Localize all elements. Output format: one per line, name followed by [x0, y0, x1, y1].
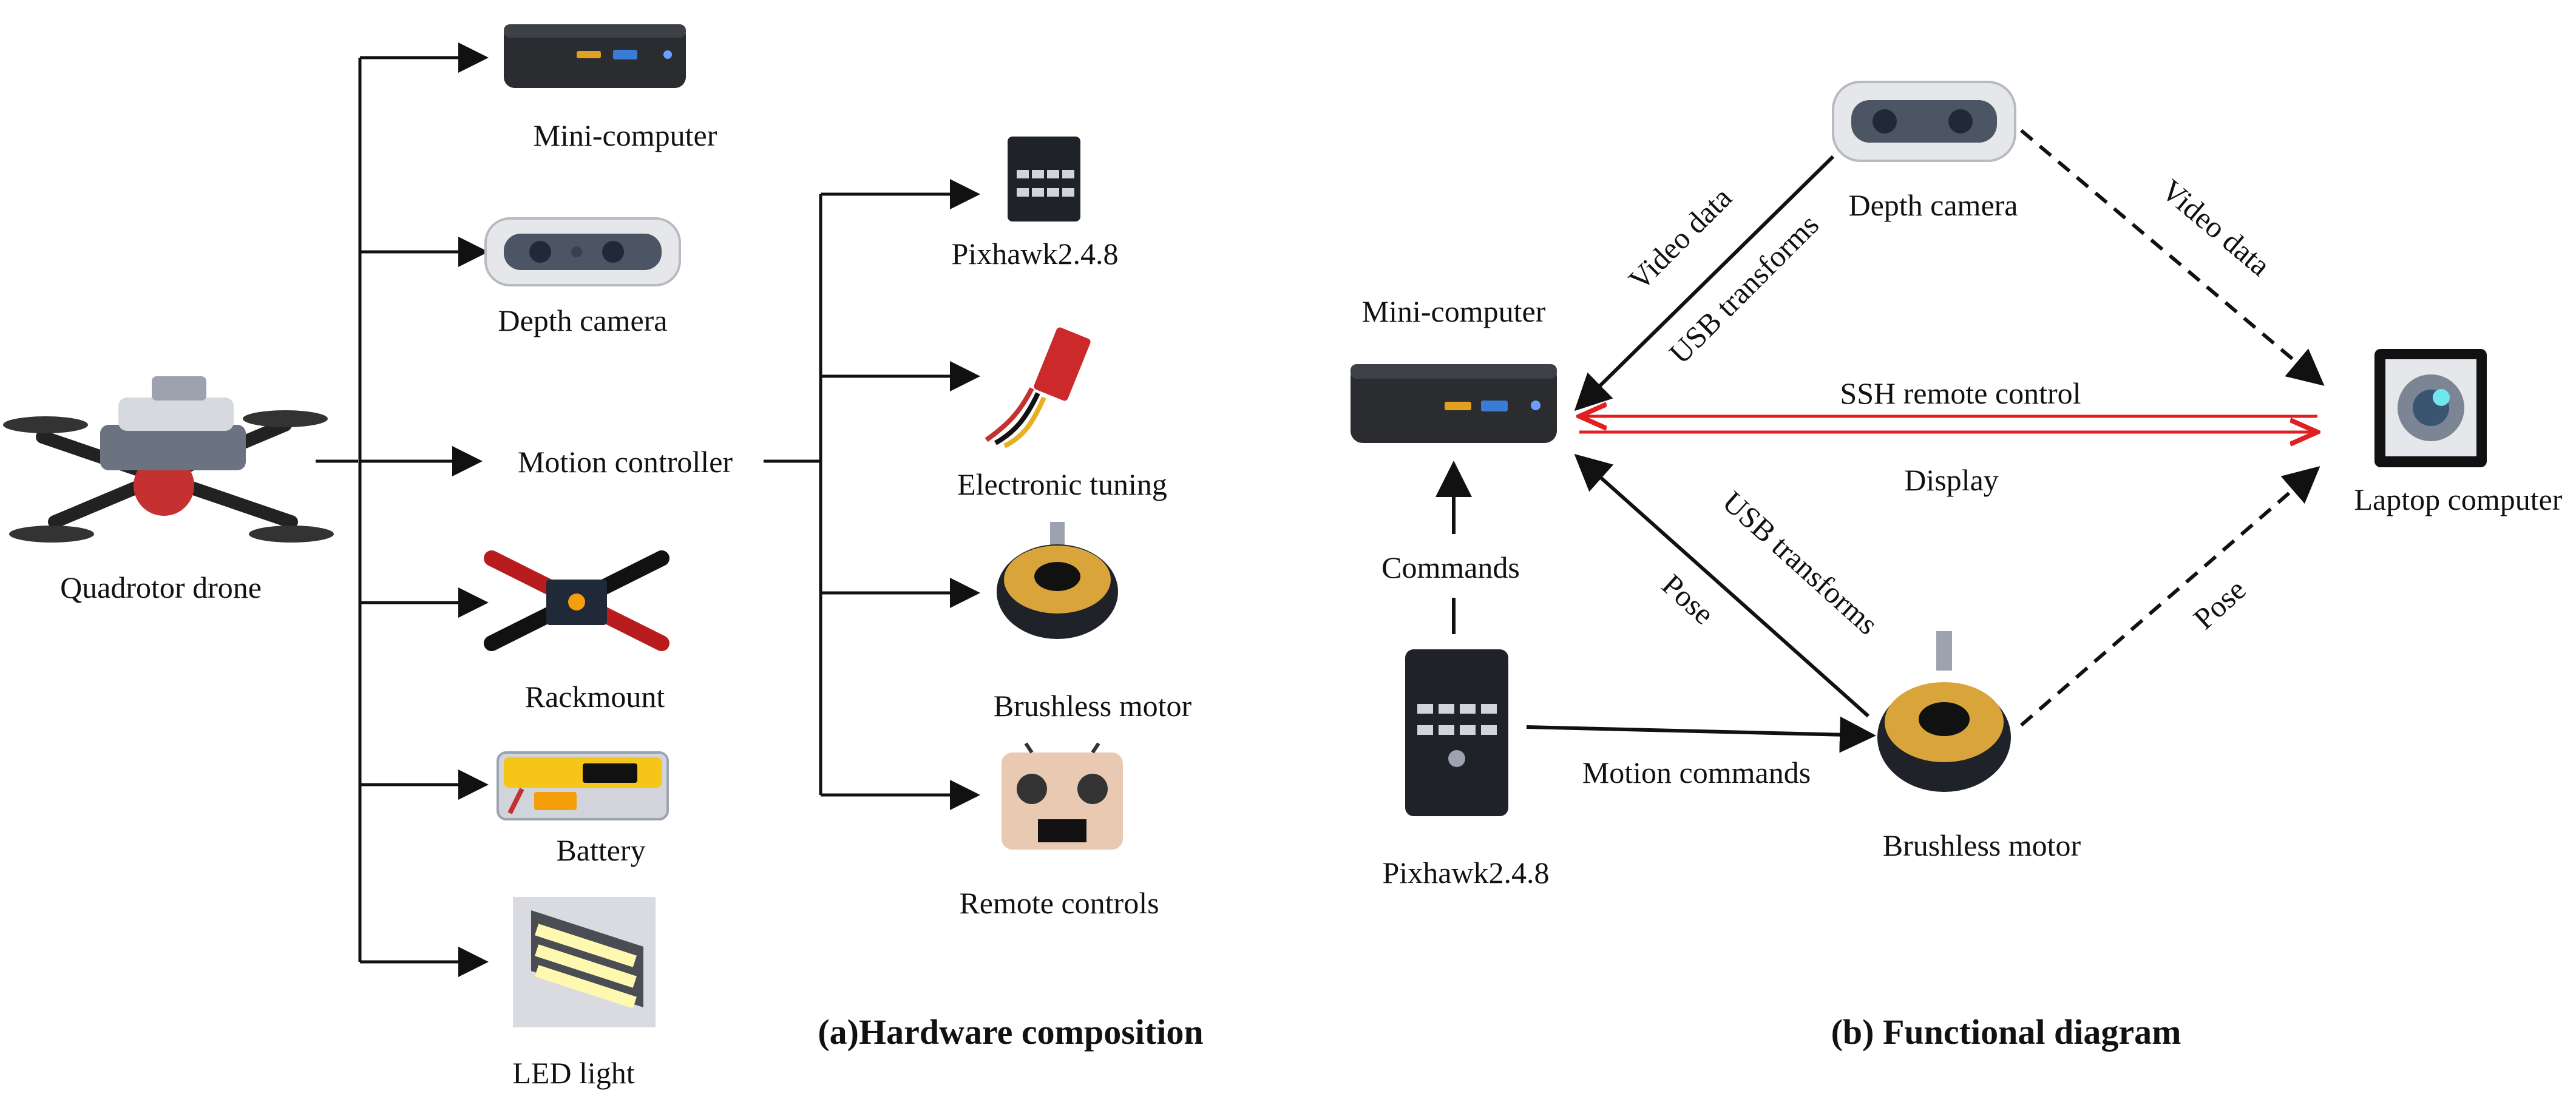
- panel-a-caption: (a)Hardware composition: [818, 1012, 1203, 1052]
- edge-motion-commands-label: Motion commands: [1582, 756, 1811, 790]
- battery-image: [497, 751, 669, 820]
- pixhawk-image: [1008, 137, 1080, 221]
- fd-pixhawk-label: Pixhawk2.4.8: [1383, 856, 1550, 890]
- fd-depth-camera-label: Depth camera: [1848, 188, 2018, 222]
- pixhawk-label: Pixhawk2.4.8: [952, 237, 1119, 271]
- mini-computer-image: [504, 24, 686, 88]
- fd-pixhawk-image: [1405, 649, 1508, 816]
- led-light-image: [513, 897, 656, 1027]
- panel-b-caption: (b) Functional diagram: [1831, 1012, 2181, 1052]
- fd-depth-camera-image: [1832, 81, 2016, 162]
- fd-brushless-motor-label: Brushless motor: [1883, 828, 2081, 862]
- fd-mini-computer-label: Mini-computer: [1362, 294, 1546, 328]
- battery-label: Battery: [556, 833, 645, 867]
- brushless-motor-label: Brushless motor: [994, 689, 1192, 723]
- led-light-label: LED light: [512, 1056, 634, 1090]
- motion-controller-label: Motion controller: [518, 445, 733, 479]
- fd-laptop-label: Laptop computer: [2354, 482, 2563, 516]
- edge-video-data-right-label: Video data: [2155, 172, 2277, 282]
- electronic-tuning-label: Electronic tuning: [957, 467, 1167, 501]
- rackmount-image: [484, 550, 669, 651]
- electronic-tuning-image: [985, 327, 1091, 448]
- edge-display-label: Display: [1904, 463, 1999, 497]
- fd-mini-computer-image: [1351, 364, 1557, 443]
- brushless-motor-image: [997, 522, 1118, 639]
- edge-commands-label: Commands: [1381, 550, 1520, 584]
- edge-usb-transforms-bottom-label: USB transforms: [1716, 484, 1885, 641]
- depth-camera-image: [484, 217, 681, 286]
- remote-controls-label: Remote controls: [959, 886, 1159, 920]
- depth-camera-label: Depth camera: [498, 303, 667, 337]
- fd-brushless-motor-image: [1877, 631, 2011, 792]
- edge-pose-right-label: Pose: [2187, 572, 2252, 636]
- edge-ssh-label: SSH remote control: [1840, 376, 2081, 410]
- panel-b-functional-diagram: Mini-computer Depth camera Laptop comput…: [1351, 81, 2563, 1052]
- quadrotor-drone-image: [3, 376, 334, 543]
- remote-controls-image: [1002, 742, 1123, 850]
- fd-laptop-image: [2374, 349, 2487, 467]
- panel-a-hardware-composition: Quadrotor drone Mini-computer Dep: [3, 24, 1204, 1090]
- rackmount-label: Rackmount: [525, 680, 665, 714]
- mini-computer-label: Mini-computer: [534, 118, 717, 152]
- quadrotor-drone-label: Quadrotor drone: [60, 570, 262, 604]
- edge-video-data-left-label: Video data: [1622, 180, 1738, 297]
